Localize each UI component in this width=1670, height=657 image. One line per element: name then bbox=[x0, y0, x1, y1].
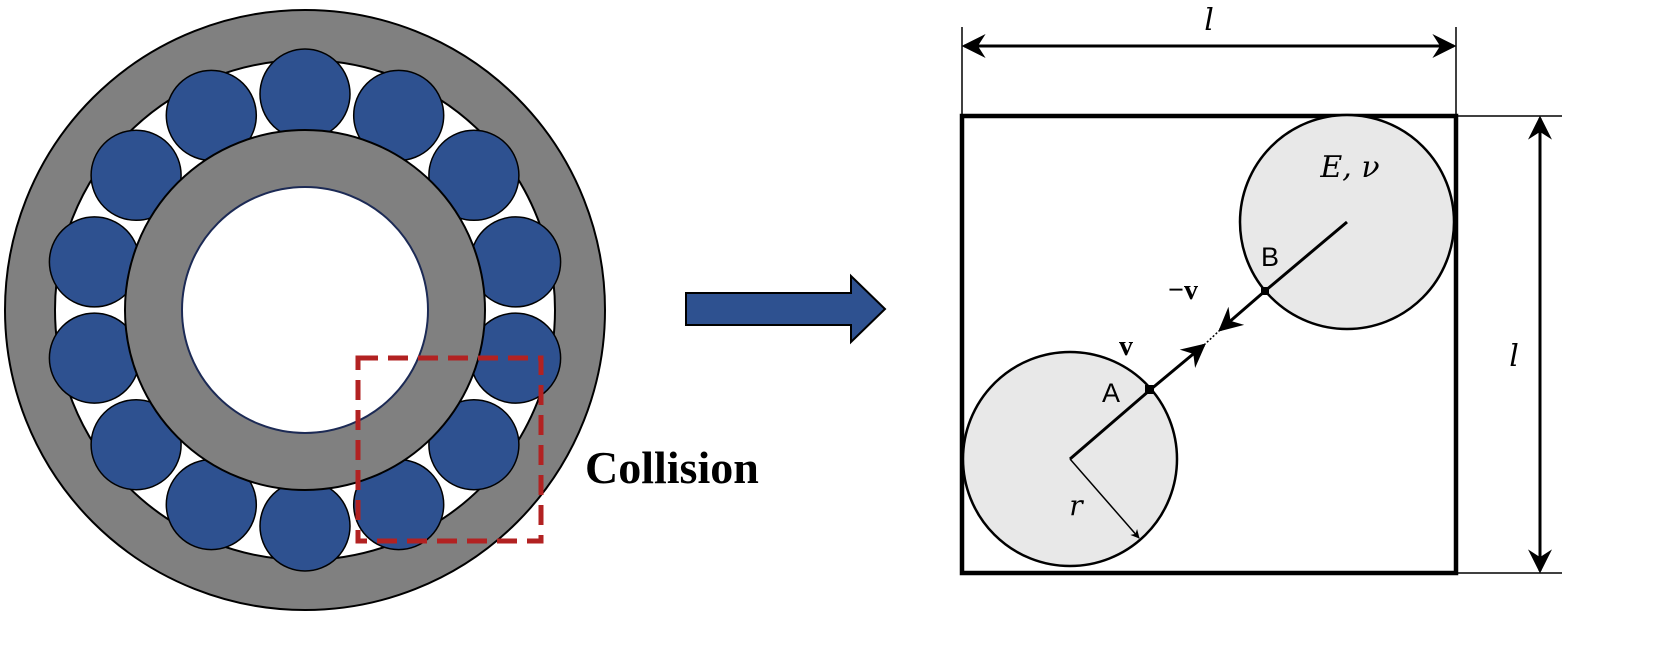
transition-arrow bbox=[685, 273, 887, 345]
collision-model: l l E, ν B A −v v r bbox=[959, 3, 1562, 576]
domain-box bbox=[959, 113, 1459, 576]
contact-point-b bbox=[1261, 287, 1269, 295]
velocity-label-b: −v bbox=[1168, 275, 1198, 306]
center-line-a bbox=[1069, 388, 1151, 461]
contact-point-a bbox=[1145, 385, 1154, 394]
ball bbox=[90, 398, 182, 491]
length-label-right: l bbox=[1509, 339, 1519, 374]
point-b-label: B bbox=[1261, 242, 1279, 272]
ball bbox=[428, 129, 520, 222]
velocity-arrow-b bbox=[1218, 289, 1266, 332]
length-label-top: l bbox=[1204, 3, 1214, 38]
velocity-label-a: v bbox=[1119, 331, 1133, 362]
bearing bbox=[4, 9, 606, 611]
ball bbox=[428, 398, 520, 491]
approach-gap bbox=[1203, 329, 1221, 346]
radius-label: r bbox=[1069, 489, 1084, 522]
collision-label: Collision bbox=[585, 442, 759, 493]
collision-highlight-box bbox=[355, 355, 544, 544]
bore bbox=[181, 186, 429, 434]
rolling-elements bbox=[48, 48, 562, 572]
ball bbox=[259, 480, 351, 572]
material-label: E, ν bbox=[1319, 150, 1379, 185]
ball bbox=[90, 129, 182, 222]
ball bbox=[259, 48, 351, 140]
point-a-label: A bbox=[1102, 378, 1120, 408]
velocity-arrow-a bbox=[1149, 343, 1206, 392]
radius-arrow bbox=[1069, 458, 1140, 539]
center-line-b bbox=[1264, 220, 1348, 293]
